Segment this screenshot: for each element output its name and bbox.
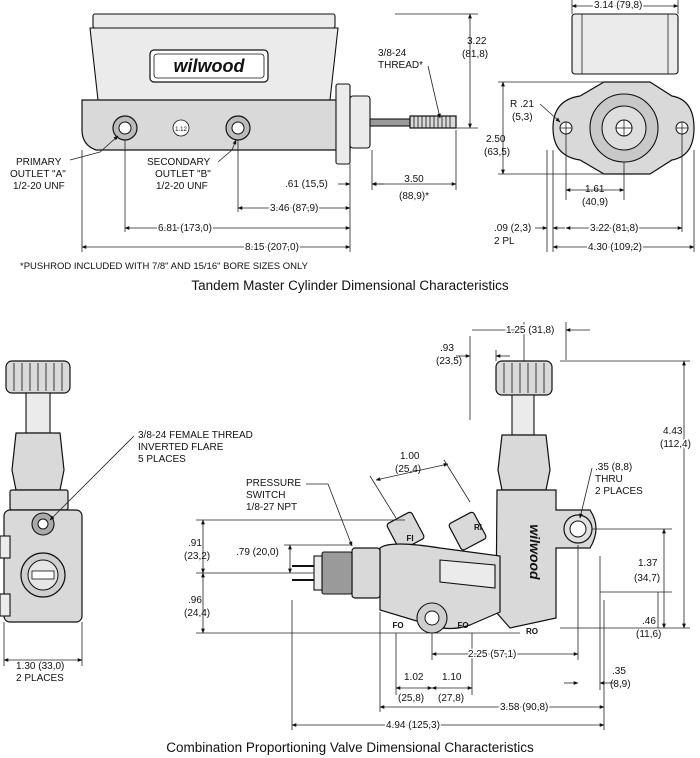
- port-label-fo-right: FO: [457, 621, 468, 630]
- valve-front-view: wilwood RO FI RI FO FO: [292, 360, 597, 636]
- dim-3-50-mm: (88,9)*: [399, 191, 429, 202]
- valve-front-dimensions: 1.25 (31,8) .93 (23,5) 4.43 (112,4) 1.00…: [184, 322, 692, 733]
- port-label-ri: RI: [474, 523, 482, 532]
- pressure-switch-line1: PRESSURE: [246, 478, 301, 489]
- dim-1-30: 1.30 (33,0): [16, 661, 64, 672]
- secondary-outlet-line3: 1/2-20 UNF: [156, 181, 208, 192]
- dim-4-94: 4.94 (125,3): [386, 720, 440, 731]
- dim-1-02-in: 1.02: [404, 672, 424, 683]
- master-cylinder-end-view: [552, 13, 695, 175]
- secondary-outlet-line2: OUTLET "B": [155, 169, 211, 180]
- dim-1-37-mm: (34,7): [634, 573, 660, 584]
- dim-0-93-in: .93: [440, 343, 454, 354]
- dim-4-30: 4.30 (109,2): [588, 242, 642, 253]
- dim-0-46-mm: (11,6): [636, 629, 661, 640]
- dim-1-10-mm: (27,8): [438, 693, 464, 704]
- valve-logo: wilwood: [527, 524, 543, 580]
- port-label-fo-left: FO: [392, 621, 403, 630]
- thread-label-line1: 3/8-24: [378, 48, 407, 59]
- dim-6-81: 6.81 (173,0): [158, 223, 212, 234]
- female-thread-line3: 5 PLACES: [138, 454, 186, 465]
- master-cylinder-caption: Tandem Master Cylinder Dimensional Chara…: [191, 278, 509, 293]
- dim-8-15: 8.15 (207,0): [245, 242, 299, 253]
- female-thread-line2: INVERTED FLARE: [138, 442, 224, 453]
- dim-2-50-mm: (63,5): [484, 147, 510, 158]
- dim-2-50-in: 2.50: [486, 134, 506, 145]
- dim-0-96-mm: (24,4): [184, 608, 210, 619]
- valve-end-view: [0, 360, 83, 623]
- master-cylinder-side-dimensions: 3.22 (81,8) 3/8-24 THREAD* .61 (15,5) 3.…: [10, 13, 488, 272]
- dim-0-91-mm: (23,2): [184, 551, 210, 562]
- dim-1-02-mm: (25,8): [398, 693, 424, 704]
- pressure-switch-line2: SWITCH: [246, 490, 285, 501]
- dim-1-00-in: 1.00: [400, 451, 420, 462]
- thru-holes-line2: THRU: [595, 474, 623, 485]
- dim-3-58: 3.58 (90,8): [500, 702, 548, 713]
- dim-0-79: .79 (20,0): [236, 547, 279, 558]
- dim-2-25: 2.25 (57,1): [468, 649, 516, 660]
- pushrod-footnote: *PUSHROD INCLUDED WITH 7/8" AND 15/16" B…: [20, 261, 309, 272]
- dim-4-43-in: 4.43: [663, 426, 683, 437]
- dim-4-43-mm: (112,4): [660, 439, 691, 450]
- dim-1-61-in: 1.61: [585, 184, 605, 195]
- primary-outlet-line1: PRIMARY: [16, 157, 62, 168]
- dim-0-35-in: .35: [612, 666, 626, 677]
- dim-0-09-places: 2 PL: [494, 236, 515, 247]
- thread-label-line2: THREAD*: [378, 60, 423, 71]
- master-cylinder-end-dimensions: 3.14 (79,8) R .21 (5,3) 2.50 (63,5) 1.61…: [484, 0, 695, 255]
- dim-3-46: 3.46 (87,9): [270, 203, 318, 214]
- port-label-fi: FI: [406, 534, 413, 543]
- thru-holes-line3: 2 PLACES: [595, 486, 643, 497]
- dim-3-22-in: 3.22: [467, 36, 487, 47]
- dim-1-61-mm: (40,9): [582, 197, 608, 208]
- dim-0-93-mm: (23,5): [436, 356, 462, 367]
- dim-1-30-places: 2 PLACES: [16, 673, 64, 684]
- dim-0-09: .09 (2,3): [494, 223, 531, 234]
- dim-0-35-mm: (8,9): [610, 679, 631, 690]
- port-label-ro: RO: [526, 627, 538, 636]
- thru-holes-line1: .35 (8,8): [595, 462, 632, 473]
- pressure-switch-line3: 1/8-27 NPT: [246, 502, 297, 513]
- dim-1-37-in: 1.37: [638, 558, 658, 569]
- dim-1-25: 1.25 (31,8): [506, 325, 554, 336]
- master-cylinder-side-view: wilwood 1.12: [81, 13, 457, 165]
- primary-outlet-line3: 1/2-20 UNF: [13, 181, 65, 192]
- female-thread-line1: 3/8-24 FEMALE THREAD: [138, 430, 253, 441]
- dim-0-61: .61 (15,5): [285, 179, 328, 190]
- dim-1-00-mm: (25,4): [395, 464, 421, 475]
- dim-3-22-end: 3.22 (81,8): [590, 223, 638, 234]
- dim-radius-mm: (5,3): [512, 112, 533, 123]
- dim-3-50-in: 3.50: [404, 174, 424, 185]
- master-cylinder-logo: wilwood: [174, 56, 246, 76]
- dim-0-96-in: .96: [188, 595, 202, 606]
- dim-radius-in: R .21: [510, 99, 534, 110]
- dim-0-91-in: .91: [188, 538, 202, 549]
- secondary-outlet-line1: SECONDARY: [147, 157, 210, 168]
- dim-0-46-in: .46: [642, 616, 656, 627]
- dim-1-10-in: 1.10: [442, 672, 462, 683]
- bore-size-mark: 1.12: [175, 127, 187, 133]
- valve-end-dimensions: 1.30 (33,0) 2 PLACES 3/8-24 FEMALE THREA…: [3, 430, 253, 684]
- valve-caption: Combination Proportioning Valve Dimensio…: [166, 740, 534, 755]
- dim-3-14: 3.14 (79,8): [594, 0, 642, 11]
- dim-3-22-mm: (81,8): [462, 49, 488, 60]
- primary-outlet-line2: OUTLET "A": [10, 169, 66, 180]
